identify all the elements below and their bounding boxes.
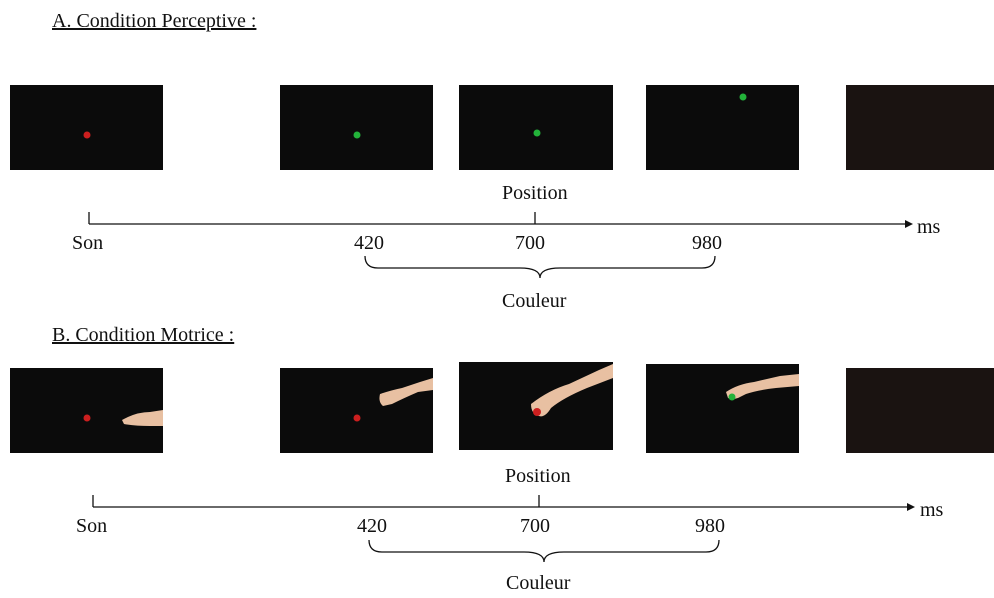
panel-a-unit-label: ms — [917, 216, 941, 238]
red-target-dot — [83, 131, 91, 139]
red-target-dot — [533, 408, 541, 416]
panel-b-tick-label-980: 980 — [695, 515, 725, 537]
green-target-dot — [728, 393, 736, 401]
panel-a-frame-3 — [459, 85, 613, 170]
panel-a-frame-2 — [280, 85, 433, 170]
hand-image — [122, 410, 163, 426]
panel-b-heading: B. Condition Motrice : — [52, 324, 235, 346]
panel-b-frame-4 — [646, 364, 799, 453]
panel-a-frame-4 — [646, 85, 799, 170]
panel-a-window-brace — [364, 255, 716, 279]
panel-a-frame-1 — [10, 85, 163, 170]
panel-a-tick-label-700: 700 — [515, 232, 545, 254]
red-target-dot — [83, 414, 91, 422]
panel-b-unit-label: ms — [920, 499, 944, 521]
panel-b-frame-3 — [459, 362, 613, 450]
red-target-dot — [353, 414, 361, 422]
panel-b-window-brace — [368, 539, 720, 563]
hand-image — [726, 374, 799, 399]
panel-b-tick-label-700: 700 — [520, 515, 550, 537]
panel-b-frame-1 — [10, 368, 163, 453]
panel-b-start-label: Son — [76, 515, 108, 537]
green-target-dot — [739, 93, 747, 101]
panel-a-heading: A. Condition Perceptive : — [52, 10, 257, 32]
panel-a-tick-label-420: 420 — [354, 232, 384, 254]
hand-image — [531, 364, 613, 417]
panel-a-axis-arrowhead — [905, 220, 913, 228]
panel-a-frame-5-blank — [846, 85, 994, 170]
green-target-dot — [533, 129, 541, 137]
green-target-dot — [353, 131, 361, 139]
panel-b-frame-2 — [280, 368, 433, 453]
panel-a-window-label: Couleur — [502, 290, 567, 312]
panel-a-start-label: Son — [72, 232, 104, 254]
panel-a-position-label: Position — [502, 182, 568, 204]
panel-b-window-label: Couleur — [506, 572, 571, 594]
panel-b-position-label: Position — [505, 465, 571, 487]
hand-image — [379, 378, 433, 406]
panel-b-axis-arrowhead — [907, 503, 915, 511]
panel-b-frame-5-blank — [846, 368, 994, 453]
panel-b-tick-label-420: 420 — [357, 515, 387, 537]
panel-a-tick-label-980: 980 — [692, 232, 722, 254]
